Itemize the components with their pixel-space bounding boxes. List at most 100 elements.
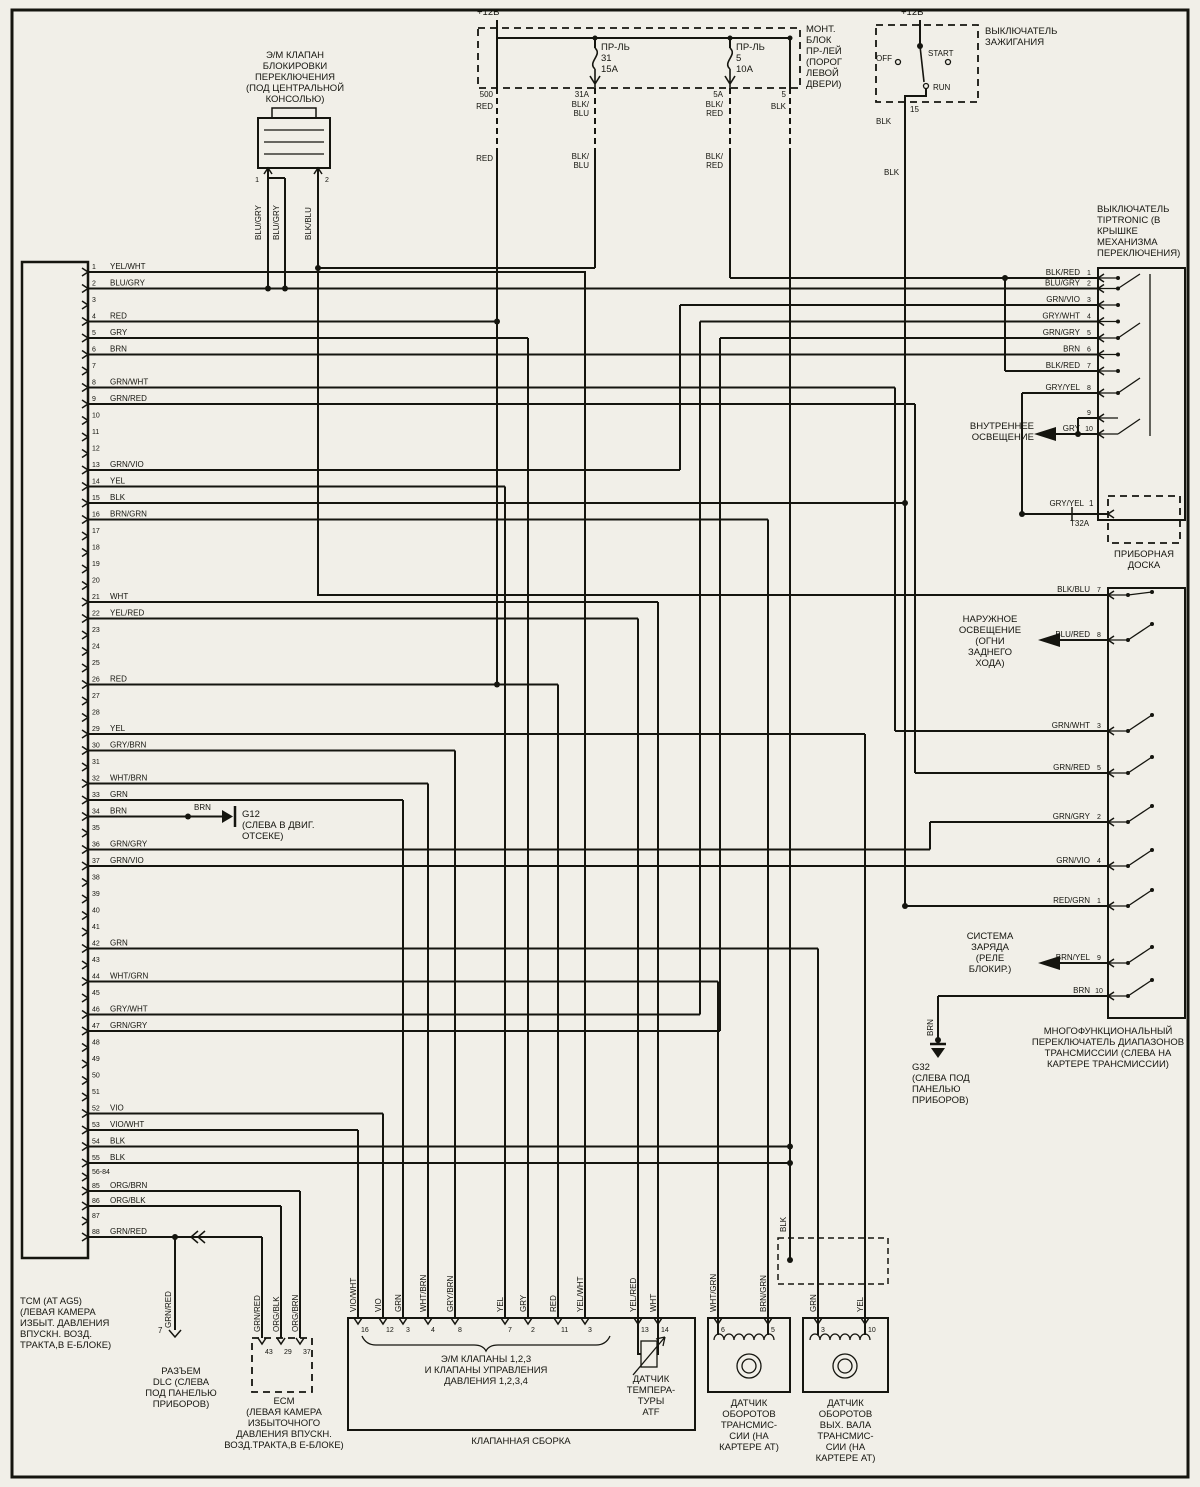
tiptronic-pin-number: 9 xyxy=(1087,410,1091,417)
solenoid-wire-label: BLK/BLU xyxy=(304,207,313,240)
wire-pin30-grybrn xyxy=(88,749,456,1318)
output-sensor-pin-number: 10 xyxy=(868,1327,876,1334)
contact-dot xyxy=(1116,352,1120,357)
valve-pin-terminal xyxy=(353,1317,363,1326)
tcm-pin-wire-label: RED xyxy=(110,675,127,684)
speed-sensor-pin-terminal xyxy=(763,1317,773,1326)
junction-dot xyxy=(917,43,923,49)
junction-dot xyxy=(185,813,191,820)
tcm-pin-wire-label: BLK xyxy=(110,1137,126,1146)
multifunction-pin-wire-label: BRN/YEL xyxy=(1056,953,1091,962)
tcm-pin-number: 38 xyxy=(92,875,100,882)
tiptronic-pin-number: 1 xyxy=(1087,270,1091,277)
multifunction-pin-wire-label: GRN/VIO xyxy=(1056,856,1090,865)
atf-thermistor-arrow xyxy=(632,1336,666,1376)
solenoid-wire-label: BLU/GRY xyxy=(254,204,263,240)
wire-pin14-yel xyxy=(88,485,506,1318)
tcm-pin-number: 41 xyxy=(92,924,100,931)
contact-dot xyxy=(1116,369,1120,373)
tcm-pin-terminal xyxy=(81,613,90,624)
tcm-pin-terminal xyxy=(81,811,90,822)
multifunction-pin-number: 7 xyxy=(1097,587,1101,594)
valve-pin-terminal xyxy=(378,1317,388,1326)
valve-pin-number: 8 xyxy=(458,1327,462,1334)
tcm-pin-terminal xyxy=(81,448,90,459)
junction-dot xyxy=(1019,511,1025,517)
output-sensor-pin-terminal xyxy=(813,1317,823,1326)
symbols-layer xyxy=(168,47,1115,1379)
solenoid-wire-label: BLU/GRY xyxy=(272,204,281,240)
tcm-pin-number: 88 xyxy=(92,1229,100,1236)
wire-brn-g32 xyxy=(937,995,1108,1044)
tcm-pin-terminal xyxy=(81,910,90,921)
tcm-pin-number: 50 xyxy=(92,1073,100,1080)
multifunction-box xyxy=(1107,587,1186,1019)
wire-pin32-whtbrn xyxy=(88,782,429,1318)
wire-pin33-grn xyxy=(88,799,404,1318)
multifunction-pin-number: 8 xyxy=(1097,632,1101,639)
tcm-pin-number: 54 xyxy=(92,1139,100,1146)
valve-pin-number: 14 xyxy=(661,1327,669,1334)
sensor2-box xyxy=(802,1317,889,1393)
wire-pin44-whtgrn xyxy=(88,980,719,1318)
tcm-pin-wire-label: GRY/BRN xyxy=(110,741,147,750)
tcm-pin-wire-label: GRN/GRY xyxy=(110,840,148,849)
wire-fuse-blkred xyxy=(729,150,1098,372)
tcm-pin-terminal xyxy=(81,646,90,657)
wire-pin86-orgblk xyxy=(88,1205,282,1338)
solenoid-pin-terminal xyxy=(263,166,273,175)
ecm-box xyxy=(251,1337,313,1393)
multifunction-pin-wire-label: BLU/RED xyxy=(1055,630,1090,639)
contact-dot xyxy=(1150,848,1154,852)
tcm-pin-terminal xyxy=(81,1232,90,1242)
tcm-pin-terminal xyxy=(81,465,90,475)
multifunction-pin-wire-label: GRN/WHT xyxy=(1052,721,1090,730)
tcm-pin-number: 10 xyxy=(92,413,100,420)
tiptronic-pin-wire-label: BLK/RED xyxy=(1046,268,1080,277)
ignition-contact-run xyxy=(922,82,930,90)
tcm-pin-terminal xyxy=(81,1201,90,1211)
valve-pin-wire-label: WHT xyxy=(649,1294,658,1312)
multifunction-switch-lever xyxy=(1127,979,1153,997)
tcm-pin-terminal xyxy=(81,1216,90,1226)
tcm-pin-number: 14 xyxy=(92,479,100,486)
tiptronic-pin-number: 10 xyxy=(1085,426,1093,433)
valve-pin-number: 13 xyxy=(641,1327,649,1334)
tcm-pin-number: 11 xyxy=(92,429,99,436)
junction-dot xyxy=(494,681,500,688)
valve-pin-terminal xyxy=(580,1317,590,1326)
tiptronic-box xyxy=(1097,267,1186,521)
g32-wire-label: BRN xyxy=(926,1019,935,1036)
fuse2-element xyxy=(724,47,736,88)
tcm-pin-number: 55 xyxy=(92,1155,100,1162)
multifunction-switch-lever xyxy=(1127,946,1153,964)
valve-pin-wire-label: WHT/BRN xyxy=(419,1274,428,1312)
tcm-pin-terminal xyxy=(81,729,90,739)
exterior-light-arrow xyxy=(1038,633,1060,647)
tcm-pin-number: 48 xyxy=(92,1040,100,1047)
tcm-pin-terminal xyxy=(81,349,90,360)
tcm-pin-number: 42 xyxy=(92,941,100,948)
valve-pin-number: 11 xyxy=(561,1327,568,1334)
tcm-pin-wire-label: VIO/WHT xyxy=(110,1120,144,1129)
valve-brace xyxy=(361,1335,611,1353)
tcm-pin-number: 43 xyxy=(92,957,100,964)
ecm-pin-wire-label: ORG/BLK xyxy=(272,1296,281,1332)
tcm-pin-terminal xyxy=(81,514,90,525)
tiptronic-pin-number: 5 xyxy=(1087,330,1091,337)
tcm-pin-terminal xyxy=(81,663,90,673)
sensor2-coil xyxy=(809,1333,871,1341)
tcm-pin-terminal xyxy=(81,1075,90,1086)
tcm-pin-terminal xyxy=(81,745,90,756)
tcm-pin-terminal xyxy=(81,580,90,591)
dlc-terminal xyxy=(168,1329,182,1339)
tcm-pin-terminal xyxy=(81,1125,90,1135)
contact-dot xyxy=(1116,276,1120,280)
wire-pin9-grnred xyxy=(88,403,1108,774)
tcm-pin-number: 44 xyxy=(92,974,100,981)
solenoid-coil xyxy=(264,129,324,155)
tcm-pin-wire-label: WHT/GRN xyxy=(110,972,148,981)
tiptronic-pin-wire-label: GRY xyxy=(1063,424,1081,433)
wire-pin16-brngrn xyxy=(88,518,769,1318)
